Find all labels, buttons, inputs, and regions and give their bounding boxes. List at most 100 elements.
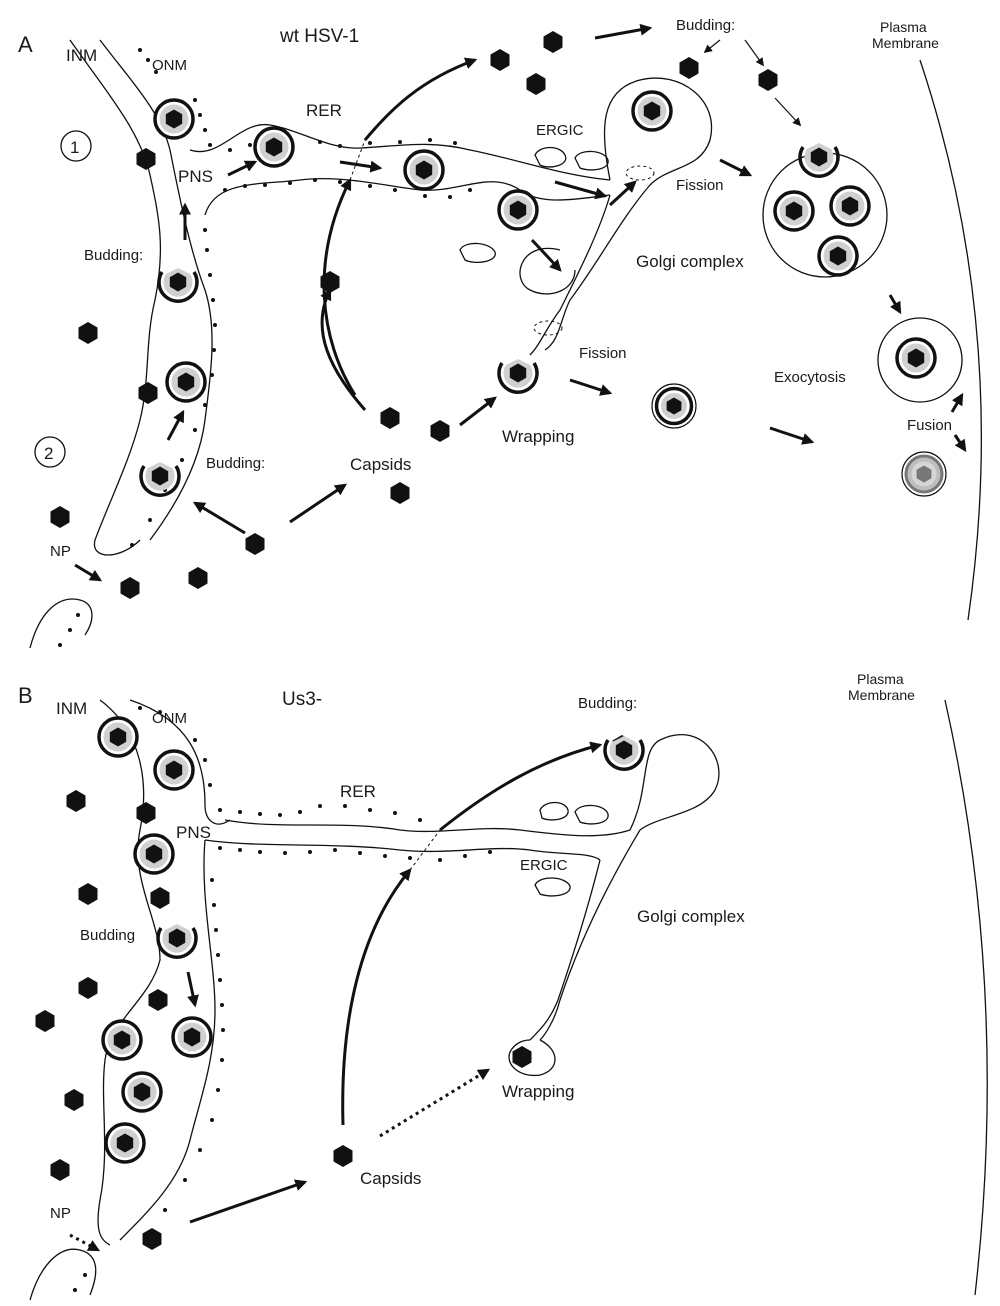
rer-membrane-top [189,124,611,181]
arrows-b [69,741,603,1252]
capsid [64,1089,84,1111]
rer-membrane-bottom [204,839,601,861]
capsid [758,69,778,91]
capsid [245,533,265,555]
exocytosis-label: Exocytosis [774,369,846,386]
perinuclear-virion [171,1016,213,1058]
budding-capsid [139,460,181,497]
vacuole-virion [829,185,871,227]
capsid [138,382,158,404]
budding-capsid [603,734,645,771]
capsid [390,482,410,504]
fission-label-1: Fission [676,177,724,194]
exocytic-virion [895,337,937,379]
perinuclear-virion [165,361,207,403]
route-2-circle [34,436,66,468]
budding-nuclear-label: Budding [80,927,135,944]
capsid [679,57,699,79]
perinuclear-virion [101,1019,143,1061]
capsid [50,1159,70,1181]
budding-plasma-label: Budding: [676,17,735,34]
panel-b-letter: B [18,683,33,708]
panel-a-title: wt HSV-1 [279,26,359,47]
route-1-circle [60,130,92,162]
rer-membrane-top [224,819,631,837]
capsid [120,577,140,599]
fission-ring-1 [625,165,655,181]
vacuole-virion [817,235,859,277]
ergic-vesicle-1 [534,146,567,168]
golgi-membrane-inner [529,859,601,1041]
inm-label: INM [66,46,97,65]
capsid [188,567,208,589]
capsid [136,148,156,170]
plasma-membrane [944,699,988,1296]
nuclear-pore-fold [29,1248,97,1301]
exocytic-vesicle [877,317,963,403]
plasma-membrane-label-line1: Plasma [857,671,904,687]
vacuole-virion [773,190,815,232]
budding-nuclear-label: Budding: [84,247,143,264]
outer-nuclear-membrane-lower [119,839,216,1241]
panel-b: B Us3- Plasma Membrane [18,671,988,1301]
golgi-label: Golgi complex [636,252,744,271]
rer-membrane-bottom [204,178,611,216]
budding-plasma-label: Budding: [578,695,637,712]
ergic-vesicle-2 [574,804,609,825]
er-virion [497,189,539,231]
rer-label: RER [340,782,376,801]
capsid [380,407,400,429]
perinuclear-virion [153,98,195,140]
perinuclear-virion [97,716,139,758]
ergic-vesicle-1 [539,801,569,821]
fusion-label: Fusion [907,417,952,434]
wrapping-capsid [497,357,539,394]
capsid [78,883,98,905]
panel-b-title: Us3- [282,689,322,710]
perinuclear-virion [133,833,175,875]
nuclear-pore-fold [29,598,93,649]
capsid [430,420,450,442]
capsid [148,989,168,1011]
fission-ring-2 [533,320,563,336]
transport-virion [650,382,698,430]
plasma-membrane-label-line2: Membrane [872,35,939,51]
route-2-label: 2 [44,444,53,463]
budding-capsid [157,266,199,303]
outer-nuclear-membrane [129,699,231,825]
wrapping-label: Wrapping [502,427,574,446]
wrapping-vesicle [508,1039,556,1077]
pns-label: PNS [178,167,213,186]
capsid [526,73,546,95]
inm-label: INM [56,699,87,718]
budding-vacuole-capsid [798,141,840,178]
capsid [78,977,98,999]
golgi-virion [631,90,673,132]
ergic-label: ERGIC [520,857,568,874]
golgi-label: Golgi complex [637,907,745,926]
fission-label-2: Fission [579,345,627,362]
ribosomes-b [73,706,492,1292]
er-virion [403,149,445,191]
capsid [35,1010,55,1032]
perinuclear-virion [121,1071,163,1113]
np-label: NP [50,543,71,560]
released-virion [900,450,948,498]
golgi-cisterna [534,877,571,897]
golgi-membrane-outer [539,734,720,1041]
wrapping-label: Wrapping [502,1082,574,1101]
er-virion [253,126,295,168]
perinuclear-virion [104,1122,146,1164]
plasma-membrane [919,59,982,621]
golgi-membrane-outer [544,77,713,351]
perinuclear-virion [153,749,195,791]
capsid [136,802,156,824]
arrows-a [74,23,967,582]
capsid [543,31,563,53]
ergic-vesicle-2 [574,150,609,171]
capsid [78,322,98,344]
panel-a: A wt HSV-1 Plasma Membrane [18,17,982,649]
rer-label: RER [306,101,342,120]
ergic-label: ERGIC [536,122,584,139]
